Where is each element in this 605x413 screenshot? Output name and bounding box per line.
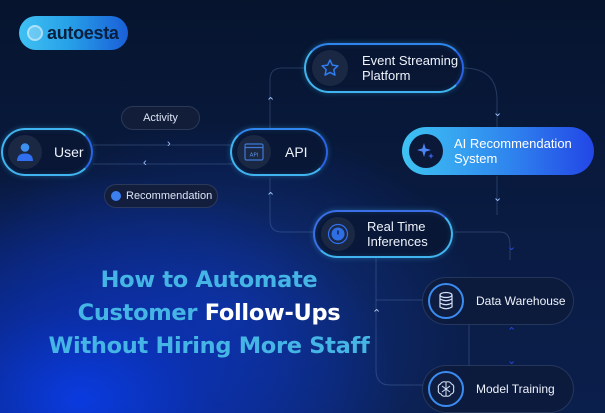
node-api[interactable]: API API <box>230 128 328 176</box>
chevron-down-icon: ⌄ <box>493 107 503 119</box>
chevron-up-icon: ⌃ <box>507 326 517 338</box>
clock-icon <box>321 217 355 251</box>
headline-line-3: Without Hiring More Staff <box>48 333 370 359</box>
chevron-right-icon: › <box>167 138 171 150</box>
headline-line-1: How to Automate <box>100 267 318 293</box>
headline: How to Automate Customer Follow-Ups With… <box>0 264 418 363</box>
node-event-streaming[interactable]: Event Streaming Platform <box>304 43 464 93</box>
node-ai-recommendation[interactable]: AI Recommendation System <box>402 127 594 175</box>
chevron-left-icon: ‹ <box>143 157 147 169</box>
chevron-up-icon: ⌃ <box>266 96 276 108</box>
headline-line-2: Customer Follow-Ups <box>77 300 341 326</box>
star-icon <box>312 50 348 86</box>
node-data-warehouse[interactable]: Data Warehouse <box>422 277 574 325</box>
node-real-time-inferences[interactable]: Real Time Inferences <box>313 210 453 258</box>
node-label: Model Training <box>476 381 555 396</box>
chevron-down-icon: ⌄ <box>507 241 517 253</box>
chevron-up-icon: ⌃ <box>372 308 382 320</box>
node-model-training[interactable]: Model Training <box>422 365 574 413</box>
chevron-down-icon: ⌄ <box>493 192 503 204</box>
chevron-down-icon: ⌄ <box>507 355 517 367</box>
brand-name: autoesta <box>47 22 119 43</box>
sparkle-icon <box>409 134 443 168</box>
node-user[interactable]: User <box>1 128 93 176</box>
node-label: Data Warehouse <box>476 293 566 308</box>
api-window-icon: API <box>237 135 271 169</box>
node-label: Event Streaming Platform <box>362 53 459 83</box>
database-icon <box>428 283 464 319</box>
badge-check-icon <box>111 191 121 201</box>
user-icon <box>8 135 42 169</box>
brain-icon <box>428 371 464 407</box>
chevron-up-icon: ⌃ <box>266 191 276 203</box>
node-label: AI Recommendation System <box>454 136 572 166</box>
brand-logo[interactable]: autoesta <box>19 16 128 50</box>
svg-text:API: API <box>250 153 259 159</box>
edge-label-recommendation: Recommendation <box>104 184 218 208</box>
node-label: Real Time Inferences <box>367 219 428 249</box>
node-label: API <box>285 143 308 160</box>
node-label: User <box>54 143 84 160</box>
cloud-chat-icon <box>27 25 43 41</box>
edge-label-activity: Activity <box>121 106 200 130</box>
